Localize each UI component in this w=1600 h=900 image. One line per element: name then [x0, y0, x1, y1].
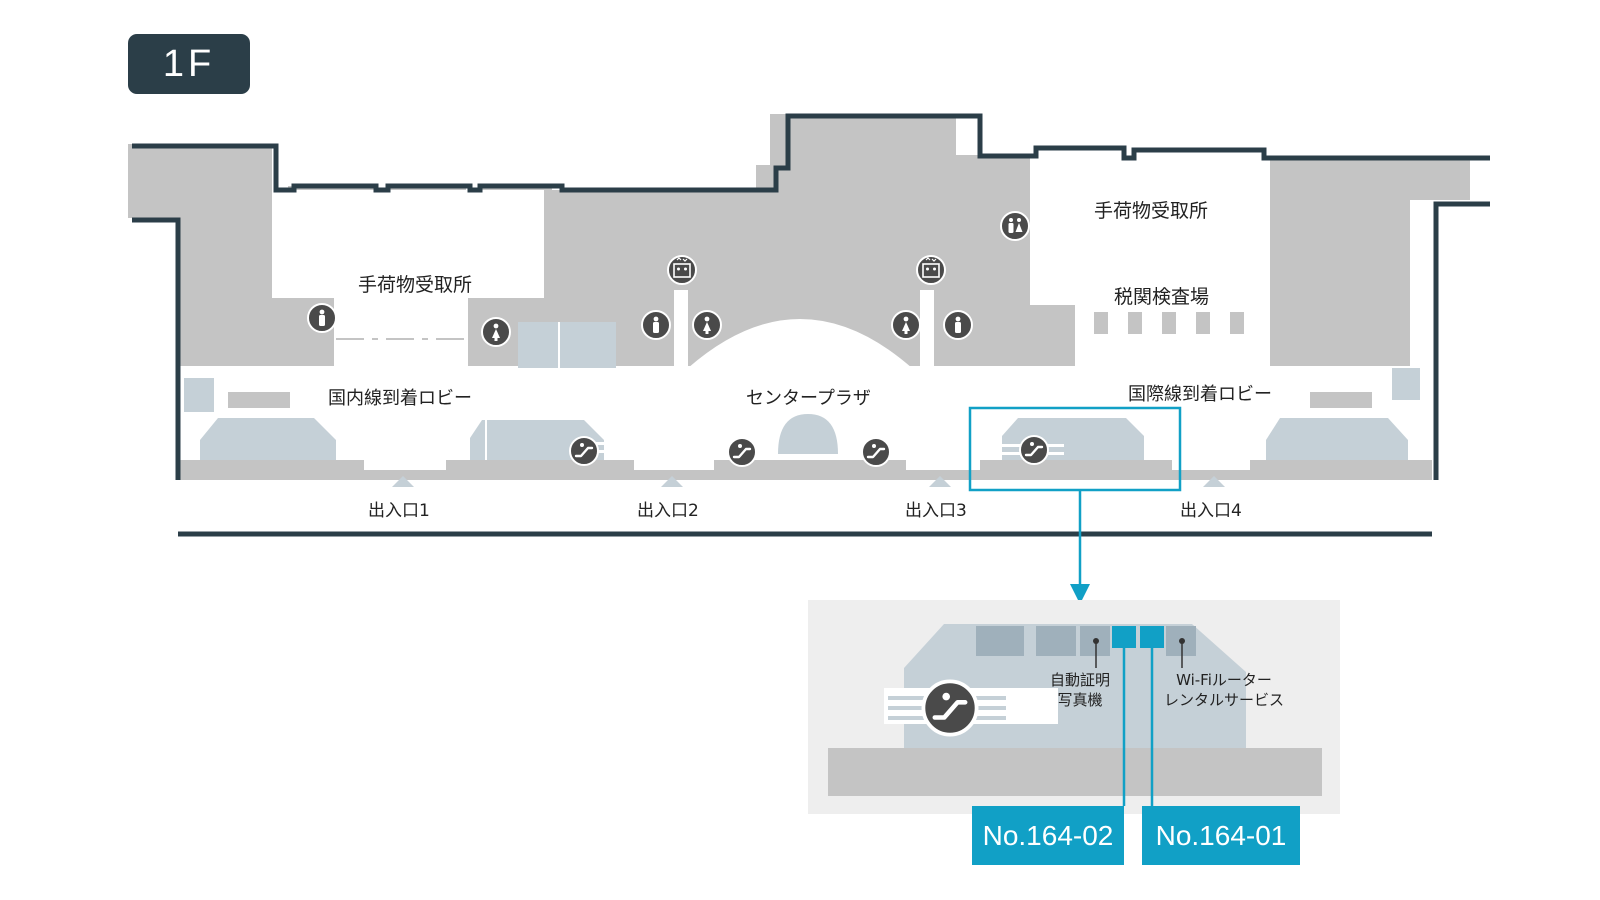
entrance-4-label: 出入口4: [1180, 501, 1242, 521]
center-plaza-arc: [688, 319, 912, 368]
wifi-rental-label: Wi-Fiルーター レンタルサービス: [1163, 671, 1284, 709]
entrance-markers: [392, 476, 1225, 487]
customs-booths: [1094, 312, 1244, 334]
escalator-icon: [714, 436, 758, 468]
baggage-claim-domestic-label: 手荷物受取所: [358, 274, 473, 296]
mens-restroom-icon: [307, 303, 337, 333]
international-lobby-label: 国際線到着ロビー: [1128, 384, 1272, 405]
outer-walls: [132, 113, 1490, 480]
arrow-down-icon: [1070, 584, 1090, 604]
photo-booth-label: 自動証明 写真機: [1049, 671, 1110, 709]
elevator-icon: [916, 255, 946, 285]
escalator-icon: [568, 435, 616, 467]
floor-label: 1F: [128, 34, 250, 94]
womens-restroom-icon: [891, 310, 921, 340]
escalator-icon: [860, 436, 906, 468]
highlight-box: [968, 406, 1182, 492]
island-5: [1266, 418, 1408, 470]
customs-label: 税関検査場: [1114, 286, 1210, 308]
location-badge-164-01: No.164-01: [1142, 806, 1300, 865]
womens-restroom-icon: [481, 317, 511, 347]
baggage-claim-international-label: 手荷物受取所: [1094, 200, 1209, 222]
international-baggage-claim-area: [1030, 155, 1270, 305]
entrance-1-label: 出入口1: [368, 501, 430, 521]
island-3: [778, 414, 838, 454]
restroom-icon: [1000, 211, 1030, 241]
entrance-2-label: 出入口2: [637, 501, 699, 521]
womens-restroom-icon: [692, 310, 722, 340]
location-badge-164-02: No.164-02: [972, 806, 1124, 865]
elevator-icon: [667, 255, 697, 285]
mens-restroom-icon: [641, 310, 671, 340]
mens-restroom-icon: [943, 310, 973, 340]
escalator-icon: [923, 681, 976, 734]
entrance-3-label: 出入口3: [905, 501, 967, 521]
domestic-lobby-label: 国内線到着ロビー: [328, 388, 472, 409]
escalator-icon: [1002, 434, 1064, 466]
center-plaza-label: センタープラザ: [746, 388, 871, 409]
island-1: [200, 418, 336, 470]
domestic-baggage-claim-area: [272, 190, 544, 298]
